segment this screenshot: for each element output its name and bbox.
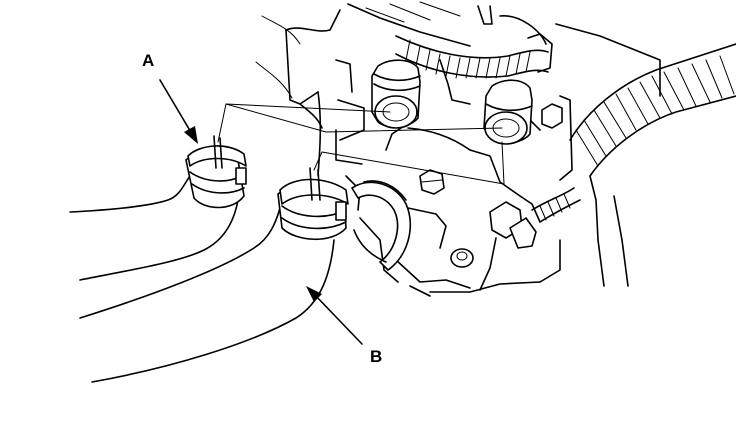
callout-label-b: B bbox=[370, 347, 382, 366]
callout-label-a: A bbox=[142, 51, 154, 70]
bolt-upper-right bbox=[541, 103, 563, 129]
engine-block bbox=[255, 1, 661, 297]
pipe-fitting-right bbox=[483, 79, 533, 145]
hose-b bbox=[79, 183, 347, 383]
leader-lines bbox=[217, 103, 505, 185]
hose-clamp-b bbox=[279, 167, 349, 221]
corrugated-tube-right bbox=[569, 43, 736, 287]
bolt-lower bbox=[450, 248, 474, 268]
hose-clamp-a bbox=[187, 135, 247, 185]
wiring-harness-top bbox=[395, 33, 553, 105]
pipe-fitting-left bbox=[371, 59, 421, 129]
callout-arrow-b bbox=[306, 286, 363, 345]
sensor-connector bbox=[479, 187, 581, 291]
hose-a bbox=[69, 150, 245, 281]
callout-arrow-a bbox=[159, 79, 198, 144]
water-outlet-flange bbox=[351, 180, 447, 271]
bolt-center bbox=[419, 169, 445, 195]
